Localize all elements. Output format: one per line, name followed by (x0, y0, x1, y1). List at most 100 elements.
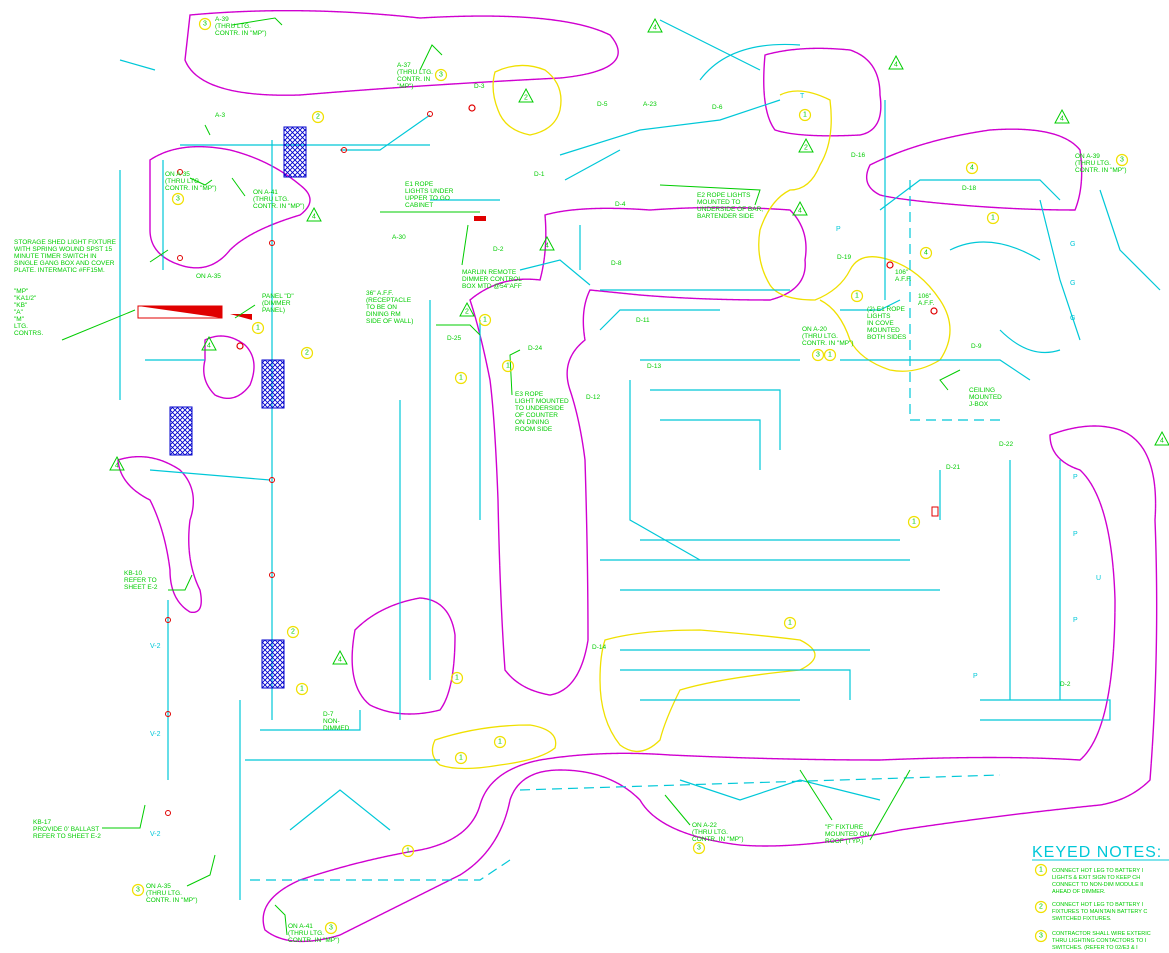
fixture-type-p: P (973, 673, 978, 680)
note-marker: 3 (434, 68, 448, 82)
label-d14: D-14 (592, 644, 606, 651)
note-marker: 1 (401, 844, 415, 858)
note-marker: 1 (986, 211, 1000, 225)
label-contactor-legend: "MP" "KA1/2" "KB" "A" "M" LTG. CONTRS. (14, 288, 43, 337)
label-d19: D-19 (837, 254, 851, 261)
rev-triangle: 4 (1154, 430, 1169, 446)
label-v2-c: V-2 (150, 831, 161, 838)
svg-text:1: 1 (912, 519, 916, 526)
svg-text:4: 4 (653, 25, 657, 32)
svg-text:4: 4 (207, 343, 211, 350)
label-d4: D-4 (615, 201, 626, 208)
svg-text:4: 4 (894, 62, 898, 69)
svg-text:3: 3 (816, 352, 820, 359)
svg-text:3: 3 (203, 21, 207, 28)
label-d8: D-8 (611, 260, 622, 267)
svg-text:1: 1 (459, 755, 463, 762)
label-storage-shed: STORAGE SHED LIGHT FIXTURE WITH SPRING W… (14, 239, 118, 274)
fixture-type-p: P (1073, 531, 1078, 538)
label-d2-top: D-2 (493, 246, 504, 253)
svg-text:CONNECT HOT LEG TO BATTERY I: CONNECT HOT LEG TO BATTERY I FIXTURES TO… (1052, 902, 1149, 922)
svg-text:2: 2 (305, 350, 309, 357)
label-a3: A-3 (215, 112, 226, 119)
keyed-note-2: 2 CONNECT HOT LEG TO BATTERY I FIXTURES … (1034, 900, 1149, 922)
label-aff-right: 106" A.F.F. (918, 293, 934, 307)
label-d25: D-25 (447, 335, 461, 342)
note-marker: 1 (501, 359, 515, 373)
label-v2-a: V-2 (150, 643, 161, 650)
keyed-note-markers: 3 3 2 3 1 2 1 1 1 1 4 3 1 4 1 3 1 1 1 2 … (131, 17, 1129, 935)
rev-triangle: 2 (798, 137, 814, 153)
svg-text:2: 2 (1039, 904, 1043, 911)
svg-text:3: 3 (439, 72, 443, 79)
note-marker: 1 (493, 735, 507, 749)
note-marker: 1 (907, 515, 921, 529)
note-marker: 3 (131, 883, 145, 897)
svg-text:3: 3 (1120, 157, 1124, 164)
rev-triangle: 4 (792, 200, 808, 216)
fixture-type-p: P (1073, 617, 1078, 624)
svg-text:3: 3 (136, 887, 140, 894)
svg-text:4: 4 (798, 208, 802, 215)
svg-text:4: 4 (924, 250, 928, 257)
fixture-type-g: G (1070, 280, 1075, 287)
svg-text:4: 4 (970, 165, 974, 172)
svg-text:1: 1 (406, 848, 410, 855)
svg-text:CONTRACTOR SHALL WIRE EXTERIC: CONTRACTOR SHALL WIRE EXTERIC THRU LIGHT… (1052, 931, 1152, 951)
svg-text:4: 4 (338, 657, 342, 664)
svg-text:4: 4 (545, 243, 549, 250)
label-d5: D-5 (597, 101, 608, 108)
label-a37: A-37 (THRU LTG. CONTR. IN "MP") (397, 62, 435, 90)
fixture-type-g: G (1070, 241, 1075, 248)
electrical-panels (169, 126, 307, 689)
note-marker: 1 (798, 108, 812, 122)
svg-text:3: 3 (697, 845, 701, 852)
rev-triangle: 4 (201, 335, 217, 351)
rev-triangle: 4 (539, 235, 555, 251)
annotation-labels: A-39 (THRU LTG. CONTR. IN "MP") A-37 (TH… (14, 16, 1127, 944)
label-d16: D-16 (851, 152, 865, 159)
label-d7: D-7 NON- DIMMED (323, 711, 350, 732)
rev-triangle: 2 (518, 87, 534, 103)
svg-text:3: 3 (1039, 933, 1043, 940)
rev-triangle: 4 (306, 206, 322, 222)
svg-text:1: 1 (788, 620, 792, 627)
note-marker: 2 (286, 625, 300, 639)
label-fixture-roof: "F" FIXTURE MOUNTED ON ROOF (TYP.) (825, 824, 871, 845)
svg-text:1: 1 (483, 317, 487, 324)
note-marker: 1 (454, 371, 468, 385)
note-marker: 3 (811, 348, 825, 362)
svg-text:4: 4 (1160, 438, 1164, 445)
svg-text:2: 2 (524, 95, 528, 102)
label-on-a20: ON A-20 (THRU LTG. CONTR. IN "MP") (802, 326, 854, 347)
label-kb17: KB-17 PROVIDE 0' BALLAST REFER TO SHEET … (33, 819, 101, 840)
svg-text:2: 2 (804, 145, 808, 152)
svg-text:1: 1 (1039, 867, 1043, 874)
fixture-type-g: G (1070, 315, 1075, 322)
svg-text:CONNECT HOT LEG TO BATTERY I: CONNECT HOT LEG TO BATTERY I LIGHTS & EX… (1052, 868, 1145, 895)
note-marker: 3 (198, 17, 212, 31)
label-d24: D-24 (528, 345, 542, 352)
rev-triangle: 4 (647, 17, 663, 33)
note-marker: 3 (692, 841, 706, 855)
note-marker: 2 (311, 110, 325, 124)
label-aff-left: 106" A.F.F. (895, 269, 911, 283)
fixture-type-p: P (836, 226, 841, 233)
devices (137, 104, 939, 816)
label-on-a41-top: ON A-41 (THRU LTG. CONTR. IN "MP") (253, 189, 305, 210)
svg-text:1: 1 (455, 675, 459, 682)
note-marker: 4 (919, 246, 933, 260)
label-d11: D-11 (636, 317, 650, 324)
label-on-a22: ON A-22 (THRU LTG. CONTR. IN "MP") (692, 822, 744, 843)
label-marlin: MARLIN REMOTE DIMMER CONTROL BOX MTD @54… (462, 269, 524, 290)
svg-text:1: 1 (459, 375, 463, 382)
label-a23: A-23 (643, 101, 657, 108)
label-on-a35-top: ON A-35 (THRU LTG. CONTR. IN "MP") (165, 171, 217, 192)
keyed-note-3: 3 CONTRACTOR SHALL WIRE EXTERIC THRU LIG… (1034, 929, 1152, 951)
label-e1-rope: E1 ROPE LIGHTS UNDER UPPER TO GO CABINET (405, 181, 455, 209)
svg-text:1: 1 (506, 363, 510, 370)
label-d18: D-18 (962, 185, 976, 192)
fixture-type-u: U (1096, 575, 1101, 582)
label-a30: A-30 (392, 234, 406, 241)
